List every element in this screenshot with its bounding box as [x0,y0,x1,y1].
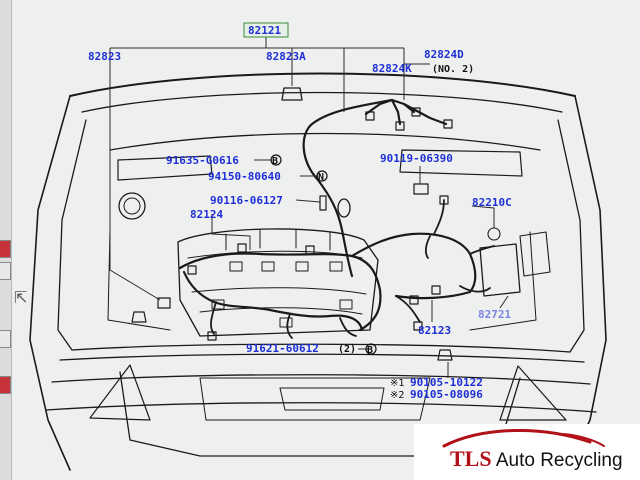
part-82721: 82721 [478,308,511,321]
part-91635: 91635-G0616 [166,154,239,167]
marker-n-icon [316,170,328,182]
side-tab[interactable] [0,262,11,280]
side-tab-red[interactable] [0,376,11,394]
wire-harness [131,87,495,361]
part-82121: 82121 [248,24,281,37]
part-82123: 82123 [418,324,451,337]
part-82824d: 82824D [424,48,464,61]
title-part-box [243,22,289,38]
part-labels: 82121 82823 82823A 82824D 82824K (NO. 2)… [88,22,512,401]
cursor-arrow-icon: ⇱ [14,288,28,307]
part-82124: 82124 [190,208,223,221]
marker-b2-label: B [367,345,373,356]
part-90119: 90119-06390 [380,152,453,165]
part-82824k: 82824K [372,62,412,75]
car-swoosh-icon [442,428,605,448]
marker-b2-icon [365,343,377,355]
marker-b-icon [270,154,282,166]
side-tab-red[interactable] [0,240,11,258]
marker-n-label: N [318,172,324,183]
part-82210c: 82210C [472,196,512,209]
note-mark-1: ※1 [390,378,404,389]
side-tab[interactable] [0,330,11,348]
engine-block [177,228,379,337]
circle-markers: B N B [270,154,377,356]
part-90105-10122: 90105-10122 [410,376,483,389]
part-94150: 94150-80640 [208,170,281,183]
note-mark-2: ※2 [390,390,404,401]
part-90105-08096: 90105-08096 [410,388,483,401]
part-91621: 91621-60612 [246,342,319,355]
part-82823: 82823 [88,50,121,63]
tls-watermark-logo: TLS Auto Recycling [414,424,640,480]
logo-brand: TLS [450,446,492,471]
part-82823a: 82823A [266,50,306,63]
part-90116: 90116-06127 [210,194,283,207]
logo-text: TLS Auto Recycling [450,446,623,472]
logo-tagline: Auto Recycling [495,450,623,471]
part-82824k-note: (NO. 2) [432,64,474,75]
app-side-strip [0,0,12,480]
car-body-outline [29,72,607,471]
marker-b-label: B [272,156,278,167]
part-91621-qty: (2) [338,344,356,355]
leader-lines [109,34,509,378]
